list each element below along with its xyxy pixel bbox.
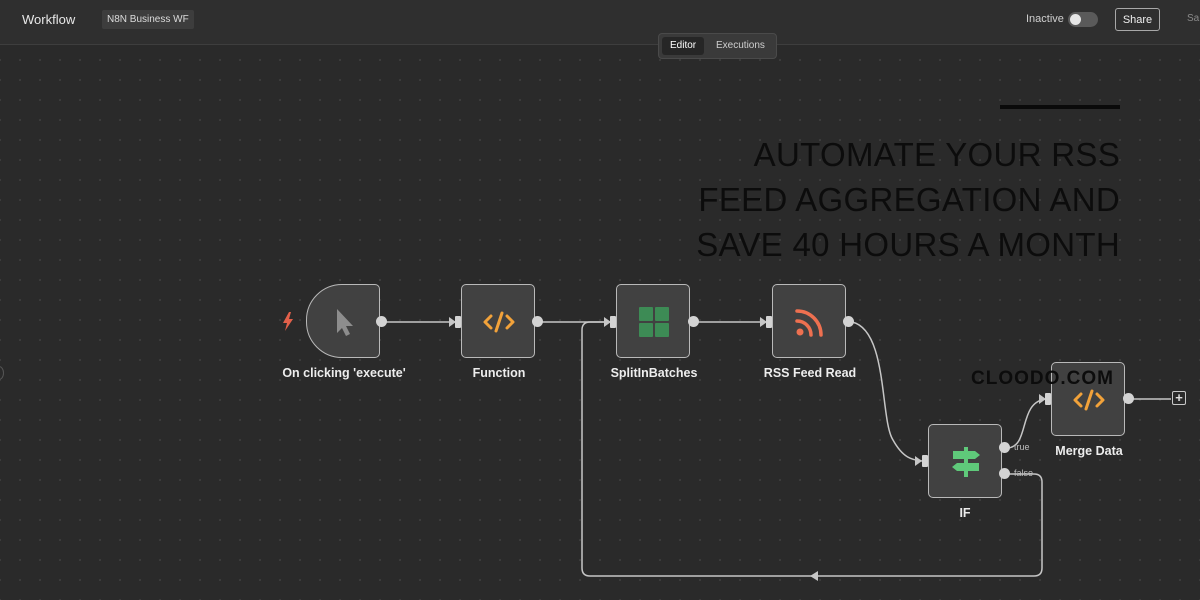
- node-function-label: Function: [472, 366, 526, 380]
- save-button[interactable]: Sa: [1187, 13, 1200, 24]
- code-brackets-icon: [483, 311, 515, 333]
- function-input-port[interactable]: [455, 316, 461, 328]
- arrow-if-in: [915, 456, 922, 466]
- merge-output-port[interactable]: [1123, 393, 1134, 404]
- node-if[interactable]: [928, 424, 1002, 498]
- trigger-output-port[interactable]: [376, 316, 387, 327]
- grid-icon: [639, 307, 669, 337]
- if-input-port[interactable]: [922, 455, 928, 467]
- share-button[interactable]: Share: [1115, 8, 1160, 31]
- connection-if-true-merge: [1007, 398, 1047, 449]
- if-true-label: true: [1014, 442, 1030, 452]
- node-merge-label: Merge Data: [1055, 444, 1123, 458]
- node-trigger[interactable]: [306, 284, 380, 358]
- split-input-port[interactable]: [610, 316, 616, 328]
- app-title: Workflow: [22, 12, 76, 27]
- arrow-rss-in: [760, 317, 767, 327]
- node-split-label: SplitInBatches: [610, 366, 698, 380]
- tab-editor[interactable]: Editor: [662, 37, 705, 55]
- merge-input-port[interactable]: [1045, 393, 1051, 405]
- split-output-port[interactable]: [688, 316, 699, 327]
- if-true-output-port[interactable]: [999, 442, 1010, 453]
- toggle-knob: [1070, 14, 1081, 25]
- function-output-port[interactable]: [532, 316, 543, 327]
- rss-output-port[interactable]: [843, 316, 854, 327]
- headline-rule: [1000, 105, 1120, 109]
- node-if-label: IF: [959, 506, 971, 520]
- rss-input-port[interactable]: [766, 316, 772, 328]
- if-false-output-port[interactable]: [999, 468, 1010, 479]
- workflow-name[interactable]: N8N Business WF: [102, 10, 194, 29]
- cursor-arrow-icon: [337, 309, 353, 336]
- active-status-label: Inactive: [1026, 13, 1064, 25]
- active-toggle[interactable]: [1068, 12, 1098, 27]
- node-function[interactable]: [461, 284, 535, 358]
- trigger-bolt-icon: [283, 312, 293, 331]
- code-brackets-icon: [1073, 389, 1105, 411]
- signpost-icon: [952, 447, 980, 477]
- top-bar: Workflow N8N Business WF Inactive Share …: [0, 0, 1200, 45]
- connection-rss-if: [851, 321, 923, 462]
- tab-executions[interactable]: Executions: [716, 40, 765, 51]
- arrow-function-in: [449, 317, 456, 327]
- node-split-in-batches[interactable]: [616, 284, 690, 358]
- promo-headline: Automate your RSS feed aggregation and s…: [696, 136, 1120, 263]
- node-rss-label: RSS Feed Read: [763, 366, 857, 380]
- arrow-split-in: [604, 317, 611, 327]
- arrow-loop-back: [810, 571, 818, 581]
- if-false-label: false: [1014, 468, 1034, 478]
- node-trigger-label: On clicking 'execute': [282, 366, 406, 380]
- arrow-merge-in: [1039, 394, 1046, 404]
- node-rss-feed-read[interactable]: [772, 284, 846, 358]
- brand-text: CLOODO.COM: [971, 368, 1114, 389]
- node-merge-data[interactable]: [1051, 362, 1125, 436]
- add-node-button[interactable]: +: [1172, 391, 1186, 405]
- rss-feed-icon: [795, 309, 823, 337]
- view-tabs: Editor Executions: [658, 33, 777, 59]
